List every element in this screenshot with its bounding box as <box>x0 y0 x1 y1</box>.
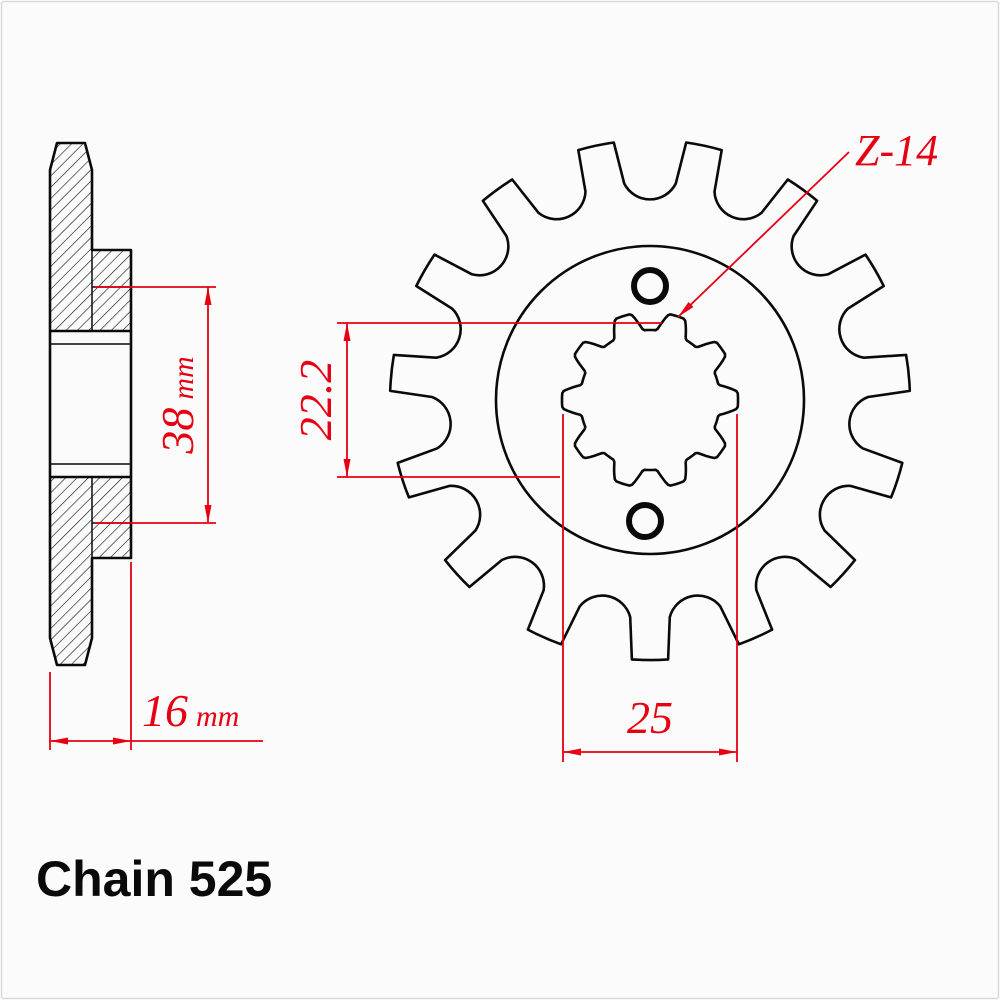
dimension-value: 25 <box>627 692 673 743</box>
bolt-hole-bottom <box>626 502 664 540</box>
callout-teeth: Z-14 <box>677 126 938 318</box>
dimension-unit: mm <box>196 700 239 733</box>
callout-label-teeth: Z-14 <box>855 126 938 175</box>
front-view <box>388 141 912 662</box>
dimension-label-hub-length: 38 mm <box>152 356 203 454</box>
dimension-hub-length: 38 mm <box>95 286 216 524</box>
bolt-hole-top <box>631 267 669 305</box>
dimension-value: 16 <box>142 685 188 736</box>
dimension-spline-major: 25 <box>562 414 738 762</box>
cross-section-hatch-lower <box>50 477 131 665</box>
dimension-spline-minor: 22.2 <box>290 322 662 478</box>
cross-section-hatch-upper <box>50 143 131 331</box>
dimension-value: 22.2 <box>290 360 341 441</box>
dimension-label-spline-minor: 22.2 <box>290 360 341 441</box>
side-view <box>48 141 133 667</box>
dimension-value: 38 <box>152 408 203 455</box>
dimension-unit: mm <box>167 356 200 399</box>
hub-circle <box>494 244 806 556</box>
sprocket-teeth-outline <box>388 141 912 662</box>
spline-bore-outline <box>560 313 740 487</box>
callout-leader-line <box>677 151 850 318</box>
dimension-label-spline-major: 25 <box>627 692 673 743</box>
chain-size-label: Chain 525 <box>36 851 272 907</box>
